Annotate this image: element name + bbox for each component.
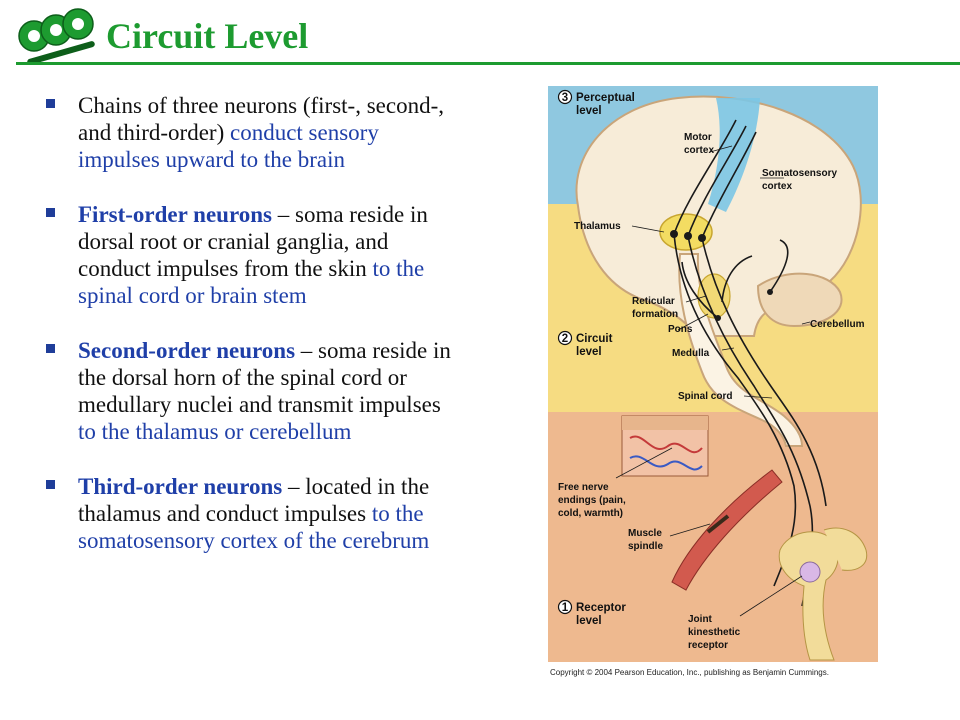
label-somatosensory-cortex: cortex — [762, 181, 792, 192]
bullet-keyword: Third-order neurons — [78, 474, 283, 499]
label-muscle-spindle: spindle — [628, 541, 663, 552]
label-leader-lines — [615, 145, 811, 617]
level-label-circuit: 2 Circuit level — [557, 330, 613, 358]
bullet-text: – soma reside in the dorsal horn of the … — [78, 338, 451, 417]
bullet-highlight: to the spinal cord or brain stem — [78, 256, 425, 308]
skin-block-illustration — [621, 415, 709, 477]
bullet-highlight: conduct sensory impulses upward to the b… — [78, 120, 379, 172]
label-joint-kinesthetic-receptor: Joint — [688, 614, 713, 625]
svg-text:2: 2 — [562, 333, 568, 345]
figure-copyright: Copyright © 2004 Pearson Education, Inc.… — [550, 668, 829, 677]
svg-text:level: level — [576, 105, 602, 117]
bullet-item: Chains of three neurons (first-, second-… — [44, 92, 464, 173]
title-divider — [16, 62, 960, 65]
bullet-item: First-order neurons – soma reside in dor… — [44, 201, 464, 309]
label-reticular-formation: formation — [632, 309, 678, 320]
bullet-item: Second-order neurons – soma reside in th… — [44, 337, 464, 445]
label-somatosensory-cortex: Somatosensory — [762, 168, 837, 179]
cerebellum-shape — [756, 272, 843, 328]
bullet-highlight: to the somatosensory cortex of the cereb… — [78, 501, 430, 553]
svg-text:level: level — [576, 615, 602, 627]
thalamus-neuron-bodies — [670, 230, 773, 321]
svg-text:Perceptual: Perceptual — [576, 92, 635, 104]
label-motor-cortex: Motor — [684, 132, 712, 143]
svg-text:3: 3 — [562, 92, 568, 104]
bullet-text: – soma reside in dorsal root or cranial … — [78, 202, 428, 281]
label-free-nerve-endings: endings (pain, — [558, 495, 626, 506]
label-spinal-cord: Spinal cord — [678, 391, 732, 402]
level-label-perceptual: 3 Perceptual level — [557, 89, 635, 117]
bullet-square-icon — [46, 99, 55, 108]
sensory-pathway-figure: 3 Perceptual level 2 Circuit level 1 Rec… — [548, 86, 878, 662]
svg-text:Receptor: Receptor — [576, 602, 626, 614]
bullet-text: – located in the thalamus and conduct im… — [78, 474, 430, 526]
bullet-keyword: Second-order neurons — [78, 338, 296, 363]
svg-text:Circuit: Circuit — [576, 333, 613, 345]
label-reticular-formation: Reticular — [632, 296, 675, 307]
bullet-text: Chains of three neurons (first-, second-… — [78, 93, 444, 145]
spinal-cord-shape — [678, 253, 804, 447]
thalamus-shape — [659, 213, 713, 251]
label-cerebellum: Cerebellum — [810, 319, 865, 330]
level-label-receptor: 1 Receptor level — [557, 599, 626, 627]
sensory-pathway-illustration: 3 Perceptual level 2 Circuit level 1 Rec… — [548, 86, 878, 662]
bullet-square-icon — [46, 344, 55, 353]
svg-text:level: level — [576, 346, 602, 358]
bullet-square-icon — [46, 480, 55, 489]
label-muscle-spindle: Muscle — [628, 528, 662, 539]
label-joint-kinesthetic-receptor: kinesthetic — [688, 627, 741, 638]
svg-text:1: 1 — [562, 602, 569, 614]
bullet-list: Chains of three neurons (first-, second-… — [44, 92, 464, 582]
bullet-keyword: First-order neurons — [78, 202, 272, 227]
label-medulla: Medulla — [672, 348, 710, 359]
gear-logo-icon — [18, 8, 95, 64]
label-thalamus: Thalamus — [574, 221, 621, 232]
bullet-square-icon — [46, 208, 55, 217]
label-free-nerve-endings: Free nerve — [558, 482, 609, 493]
joint-illustration — [778, 527, 868, 661]
label-joint-kinesthetic-receptor: receptor — [688, 640, 728, 651]
label-motor-cortex: cortex — [684, 145, 714, 156]
muscle-spindle-illustration — [671, 469, 783, 591]
motor-cortex-strip — [708, 98, 760, 212]
page-title: Circuit Level — [106, 16, 309, 56]
bullet-highlight: to the thalamus or cerebellum — [78, 419, 352, 444]
bullet-item: Third-order neurons – located in the tha… — [44, 473, 464, 554]
label-pons: Pons — [668, 324, 693, 335]
label-free-nerve-endings: cold, warmth) — [558, 508, 623, 519]
